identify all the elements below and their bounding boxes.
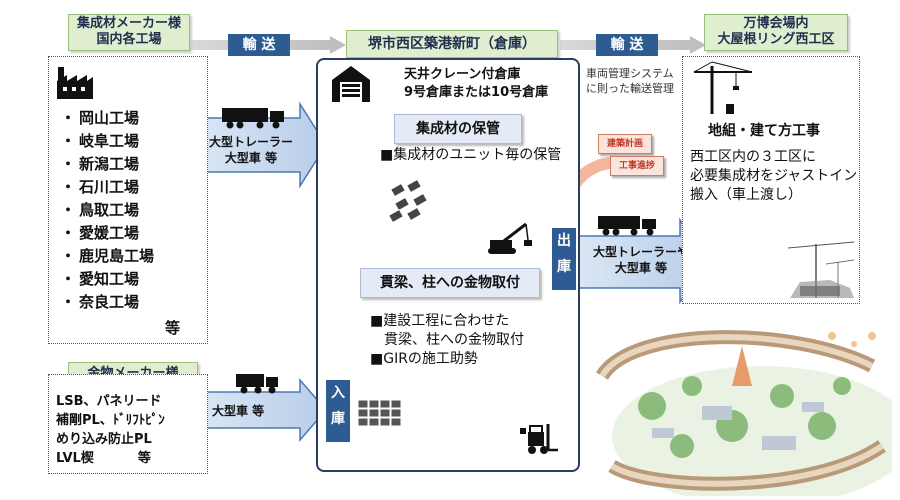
trailer-in-label: 大型トレーラー 大型車 等 [208,135,293,165]
trailer-out-icon [598,216,656,236]
factory-icon [57,67,93,99]
list-item: ・石川工場 [60,178,140,196]
suppliers-title-line2: 国内各工場 [96,32,162,47]
storage-desc: ■集成材のユニット毎の保管 [380,147,562,163]
site-desc: 西工区内の３工区に 必要集成材をジャストイン 搬入（車上渡し） [690,149,858,203]
truck-in-label: 大型車 等 [212,404,265,418]
fitting-desc: ■建設工程に合わせた 貫梁、柱への金物取付 ■GIRの施工助勢 [370,313,524,367]
list-item: LVL楔等 [56,451,151,466]
inbound-arrow-lower [193,377,327,443]
list-item: ・新潟工場 [60,155,140,173]
inbound-tag-lower: 入 庫 [326,380,350,442]
card-progress: 工事進捗 [610,156,664,176]
factory-list: ・岡山工場 ・岐阜工場 ・新潟工場 ・石川工場 ・鳥取工場 ・愛媛工場 ・鹿児島… [57,107,154,314]
hardware-list: LSB、パネリード 補剛PL、ﾄﾞﾘﾌﾄﾋﾟﾝ めり込み防止PL LVL楔等 [56,392,165,468]
transport-tag-left: 輸 送 [228,34,290,56]
truck-icon [236,374,278,394]
site-work-title: 地組・建て方工事 [708,123,820,139]
list-item: LSB、パネリード [56,394,162,409]
list-item: ・岡山工場 [60,109,140,127]
tower-crane-icon [693,61,753,114]
hardware-boxes-icon [357,399,402,427]
site-title-label: 万博会場内 大屋根リング西工区 [704,14,848,51]
warehouse-icon [332,66,370,102]
list-item: ・奈良工場 [60,293,140,311]
transport-tag-right: 輸 送 [596,34,658,56]
list-item: ・鹿児島工場 [60,247,155,265]
trailer-out-label: 大型トレーラーや 大型車 等 [592,245,689,275]
list-item: ・鳥取工場 [60,201,140,219]
warehouse-crane-text: 天井クレーン付倉庫 9号倉庫または10号倉庫 [404,67,549,100]
suppliers-box: ・岡山工場 ・岐阜工場 ・新潟工場 ・石川工場 ・鳥取工場 ・愛媛工場 ・鹿児島… [48,56,208,344]
expo-ring-illustration [596,330,892,496]
outbound-tag: 出 庫 [552,228,576,290]
suppliers-title-line1: 集成材メーカー様 [76,16,181,31]
list-item: 補剛PL、ﾄﾞﾘﾌﾄﾋﾟﾝ [56,413,165,428]
hardware-box [48,374,208,474]
warehouse-title-label: 堺市西区築港新町（倉庫） [346,30,558,58]
fitting-title-box: 貫梁、柱への金物取付 [360,268,540,298]
mobile-crane-icon [488,222,532,254]
vehicle-system-text: 車両管理システム に則った輸送管理 [586,67,674,95]
list-item: めり込み防止PL [56,432,152,447]
trailer-icon [222,108,284,129]
construction-sketch-icon [787,241,855,298]
storage-title-box: 集成材の保管 [394,114,522,144]
list-item: ・愛知工場 [60,270,140,288]
suppliers-title-label: 集成材メーカー様 国内各工場 [68,14,190,51]
list-item: ・愛媛工場 [60,224,140,242]
forklift-icon [520,424,558,454]
suppliers-etc: 等 [165,319,181,337]
lumber-stack-icon [388,178,428,224]
card-plan: 建築計画 [598,134,652,154]
list-item: ・岐阜工場 [60,132,140,150]
